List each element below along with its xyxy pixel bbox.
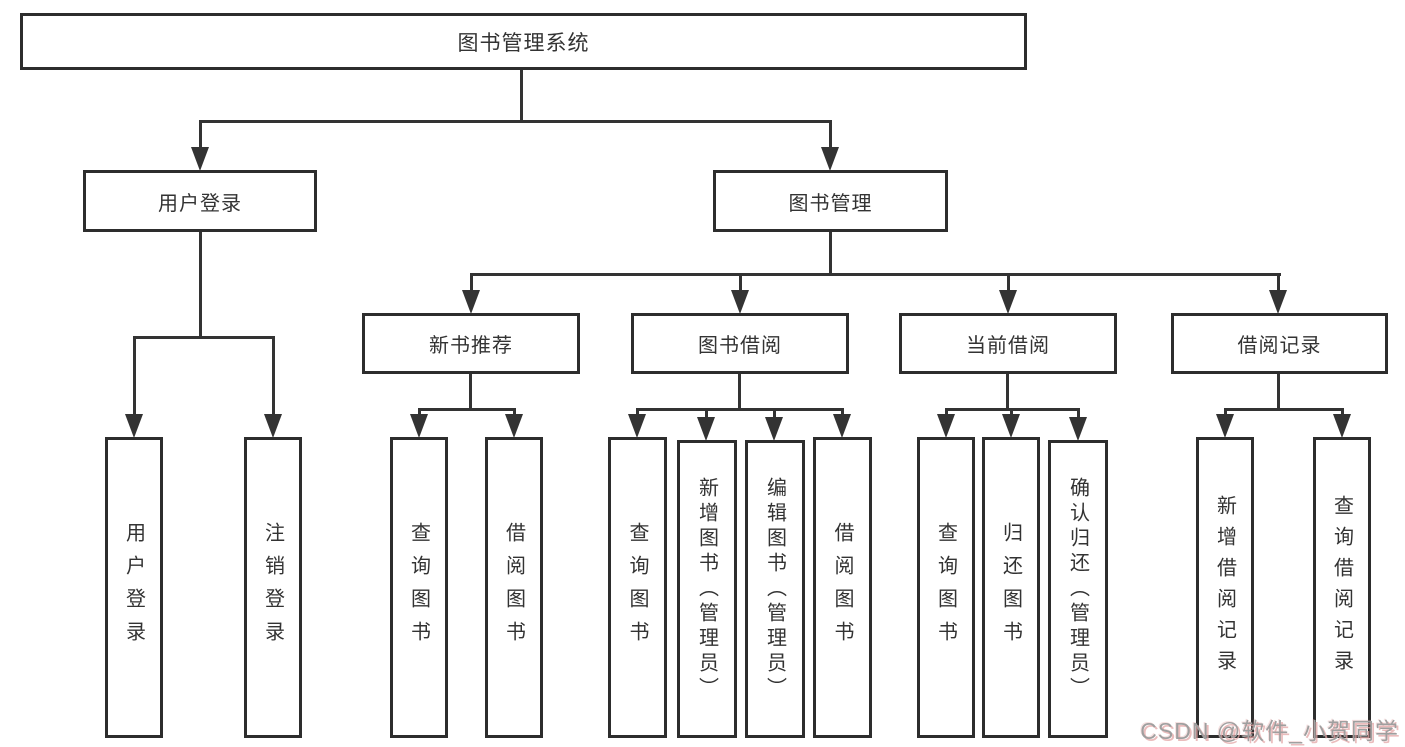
leaf-query-books: 查询图书 bbox=[608, 437, 667, 738]
connector-line bbox=[272, 336, 275, 418]
connector-line bbox=[1010, 408, 1013, 418]
arrow-down-icon bbox=[628, 414, 646, 438]
connector-line bbox=[829, 232, 832, 276]
connector-line bbox=[1224, 408, 1344, 411]
connector-line bbox=[520, 70, 523, 122]
arrow-down-icon bbox=[1002, 414, 1020, 438]
leaf-user-login: 用户登录 bbox=[105, 437, 163, 738]
connector-line bbox=[1277, 374, 1280, 411]
connector-line bbox=[470, 273, 473, 293]
csdn-watermark: CSDN @软件_小贺同学 bbox=[1140, 718, 1399, 744]
leaf-query-borrow-record: 查询借阅记录 bbox=[1313, 437, 1371, 738]
connector-line bbox=[829, 120, 832, 152]
connector-line bbox=[133, 336, 136, 418]
connector-line bbox=[636, 408, 844, 411]
leaf-logout: 注销登录 bbox=[244, 437, 302, 738]
leaf-confirm-return-admin: 确认归还（管理员） bbox=[1048, 440, 1108, 738]
connector-line bbox=[841, 408, 844, 418]
connector-line bbox=[636, 408, 639, 418]
connector-line bbox=[199, 120, 202, 152]
connector-line bbox=[199, 232, 202, 339]
connector-line bbox=[738, 374, 741, 411]
arrow-down-icon bbox=[505, 414, 523, 438]
leaf-add-borrow-record: 新增借阅记录 bbox=[1196, 437, 1254, 738]
arrow-down-icon bbox=[731, 290, 749, 314]
connector-line bbox=[1277, 273, 1280, 293]
connector-line bbox=[739, 273, 742, 293]
arrow-down-icon bbox=[191, 147, 209, 171]
leaf-borrow-books: 借阅图书 bbox=[485, 437, 543, 738]
arrow-down-icon bbox=[1216, 414, 1234, 438]
connector-line bbox=[705, 408, 708, 420]
connector-line bbox=[469, 374, 472, 411]
node-book-management-group: 图书管理 bbox=[713, 170, 948, 232]
connector-line bbox=[1341, 408, 1344, 418]
arrow-down-icon bbox=[264, 414, 282, 438]
leaf-borrow-books: 借阅图书 bbox=[813, 437, 872, 738]
node-book-borrowing: 图书借阅 bbox=[631, 313, 849, 374]
leaf-query-books: 查询图书 bbox=[917, 437, 975, 738]
arrow-down-icon bbox=[125, 414, 143, 438]
connector-line bbox=[470, 273, 1281, 276]
arrow-down-icon bbox=[697, 417, 715, 441]
connector-line bbox=[199, 120, 831, 123]
connector-line bbox=[133, 336, 275, 339]
leaf-return-books: 归还图书 bbox=[982, 437, 1040, 738]
node-borrowing-records: 借阅记录 bbox=[1171, 313, 1388, 374]
arrow-down-icon bbox=[937, 414, 955, 438]
arrow-down-icon bbox=[410, 414, 428, 438]
arrow-down-icon bbox=[821, 147, 839, 171]
arrow-down-icon bbox=[833, 414, 851, 438]
arrow-down-icon bbox=[765, 417, 783, 441]
arrow-down-icon bbox=[1069, 417, 1087, 441]
node-user-login-group: 用户登录 bbox=[83, 170, 317, 232]
node-current-borrowing: 当前借阅 bbox=[899, 313, 1117, 374]
arrow-down-icon bbox=[1269, 290, 1287, 314]
connector-line bbox=[513, 408, 516, 418]
connector-line bbox=[945, 408, 948, 418]
arrow-down-icon bbox=[999, 290, 1017, 314]
connector-line bbox=[418, 408, 421, 418]
connector-line bbox=[1077, 408, 1080, 420]
connector-line bbox=[418, 408, 516, 411]
leaf-query-books: 查询图书 bbox=[390, 437, 448, 738]
leaf-add-books-admin: 新增图书（管理员） bbox=[677, 440, 737, 738]
connector-line bbox=[773, 408, 776, 420]
node-new-book-recommend: 新书推荐 bbox=[362, 313, 580, 374]
node-library-management-system: 图书管理系统 bbox=[20, 13, 1027, 70]
leaf-edit-books-admin: 编辑图书（管理员） bbox=[745, 440, 805, 738]
arrow-down-icon bbox=[1333, 414, 1351, 438]
connector-line bbox=[1224, 408, 1227, 418]
arrow-down-icon bbox=[462, 290, 480, 314]
connector-line bbox=[1007, 273, 1010, 293]
connector-line bbox=[1006, 374, 1009, 411]
